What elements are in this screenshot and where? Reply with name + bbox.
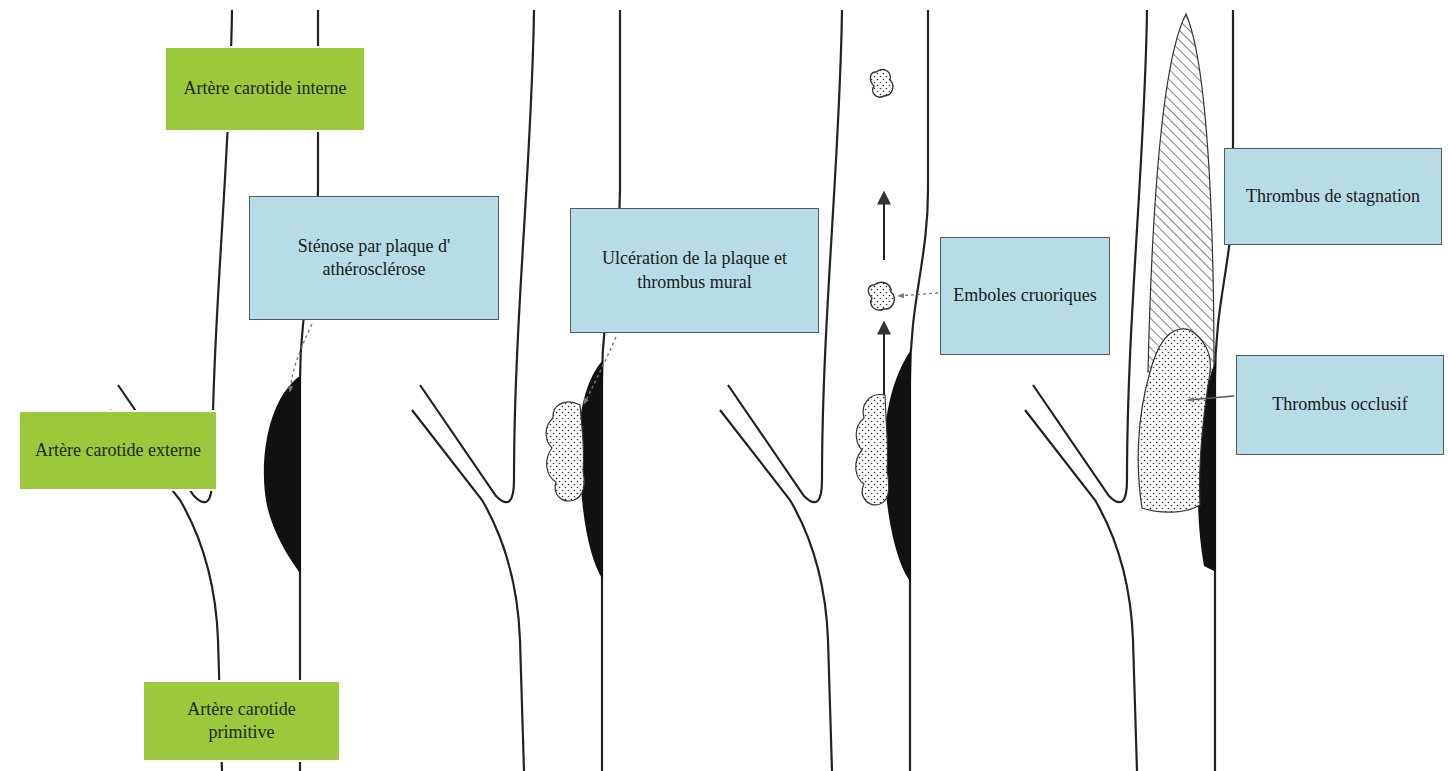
leader-line	[1188, 396, 1234, 400]
occlusive-thrombus	[1138, 329, 1210, 512]
box-text: Emboles cruoriques	[953, 284, 1096, 307]
stagnation-thrombus	[1148, 14, 1214, 372]
leader-line	[584, 337, 616, 404]
artery-label: Artère carotide externe	[18, 410, 218, 491]
callout-box: Thrombus occlusif	[1236, 355, 1444, 455]
plaque	[264, 375, 301, 575]
mural-thrombus	[546, 402, 584, 501]
leader-line	[898, 293, 938, 296]
embolus	[870, 70, 893, 98]
box-text: Thrombus de stagnation	[1246, 185, 1420, 208]
vessel-walls	[1025, 10, 1233, 771]
embolus	[868, 282, 894, 310]
artery-label: Artère carotide interne	[164, 46, 366, 132]
box-text: Thrombus occlusif	[1272, 393, 1407, 416]
box-text: Artère carotide externe	[35, 439, 201, 462]
callout-box: Sténose par plaque d' athérosclérose	[249, 196, 499, 320]
callout-box: Ulcération de la plaque et thrombus mura…	[570, 208, 819, 333]
leader-line	[290, 324, 312, 392]
vessel-walls	[720, 10, 928, 771]
artery-label: Artère carotide primitive	[142, 680, 341, 762]
callout-box: Thrombus de stagnation	[1224, 148, 1442, 245]
flow-arrow	[883, 192, 885, 260]
callout-box: Emboles cruoriques	[940, 237, 1110, 355]
vessel-walls	[412, 10, 620, 771]
box-text: Sténose par plaque d' athérosclérose	[260, 235, 488, 282]
flow-arrow	[883, 322, 885, 395]
box-text: Artère carotide interne	[184, 77, 347, 100]
box-text: Ulcération de la plaque et thrombus mura…	[581, 247, 808, 294]
box-text: Artère carotide primitive	[154, 698, 329, 745]
mural-thrombus	[856, 395, 889, 505]
